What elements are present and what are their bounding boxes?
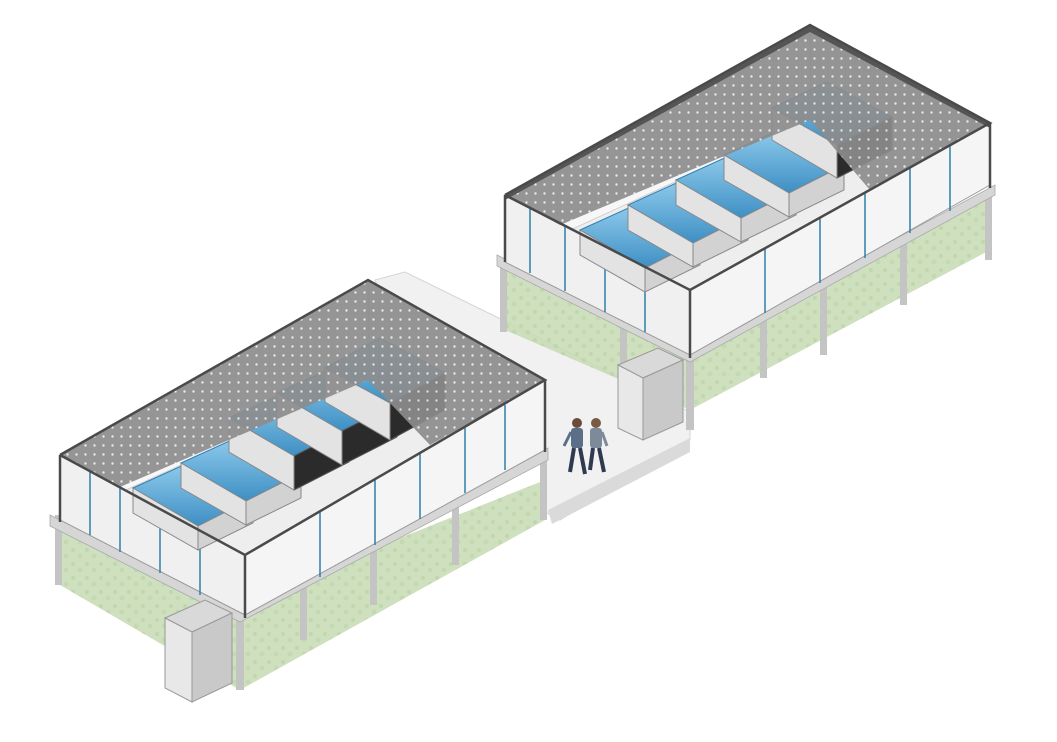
building-left-roof [60,280,545,487]
people-walking [562,418,609,475]
utility-cabinet-left [163,599,234,703]
building-left [49,278,549,703]
person [588,418,609,473]
utility-cabinet-right [616,347,685,441]
building-right [496,23,996,441]
building-right-roof [505,25,990,225]
building-right-frame [503,23,993,358]
building-left-columns [55,450,547,690]
person [562,418,587,475]
tank-row [722,129,846,218]
building-right-columns [500,190,992,430]
building-left-wall-posts [89,405,506,595]
building-left-frame [58,278,548,618]
building-right-wall-posts [529,146,951,332]
